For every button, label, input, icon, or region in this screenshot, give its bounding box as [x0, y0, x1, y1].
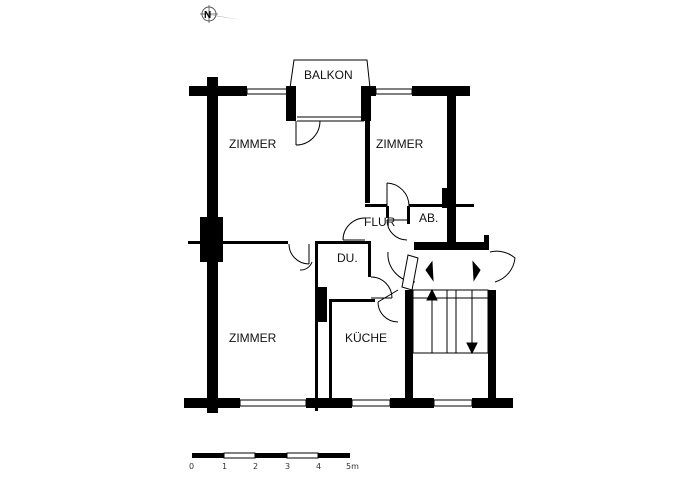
balcony-outline — [289, 59, 371, 122]
scale-tick-3: 3 — [285, 462, 290, 471]
scale-tick-1: 1 — [222, 462, 227, 471]
room-label-kueche: KÜCHE — [345, 331, 387, 345]
room-label-balkon: BALKON — [304, 68, 353, 82]
scale-tick-5m: 5m — [346, 462, 359, 471]
room-label-zimmer-sw: ZIMMER — [229, 331, 277, 345]
room-label-flur: FLUR — [364, 215, 396, 229]
scale-tick-4: 4 — [316, 462, 321, 471]
room-label-ab: AB. — [419, 211, 438, 225]
scale-tick-2: 2 — [253, 462, 258, 471]
north-arrow-icon: N — [200, 5, 243, 23]
room-labels: ZIMMER ZIMMER ZIMMER BALKON FLUR AB. DU.… — [229, 68, 438, 345]
scale-tick-0: 0 — [189, 462, 194, 471]
room-label-du: DU. — [337, 251, 358, 265]
room-label-zimmer-ne: ZIMMER — [376, 137, 424, 151]
door-swings — [288, 120, 516, 323]
north-letter: N — [204, 10, 211, 21]
walls — [184, 77, 513, 413]
room-label-zimmer-nw: ZIMMER — [229, 137, 277, 151]
scale-bar: 0 1 2 3 4 5m — [189, 452, 359, 471]
staircase — [412, 260, 489, 355]
